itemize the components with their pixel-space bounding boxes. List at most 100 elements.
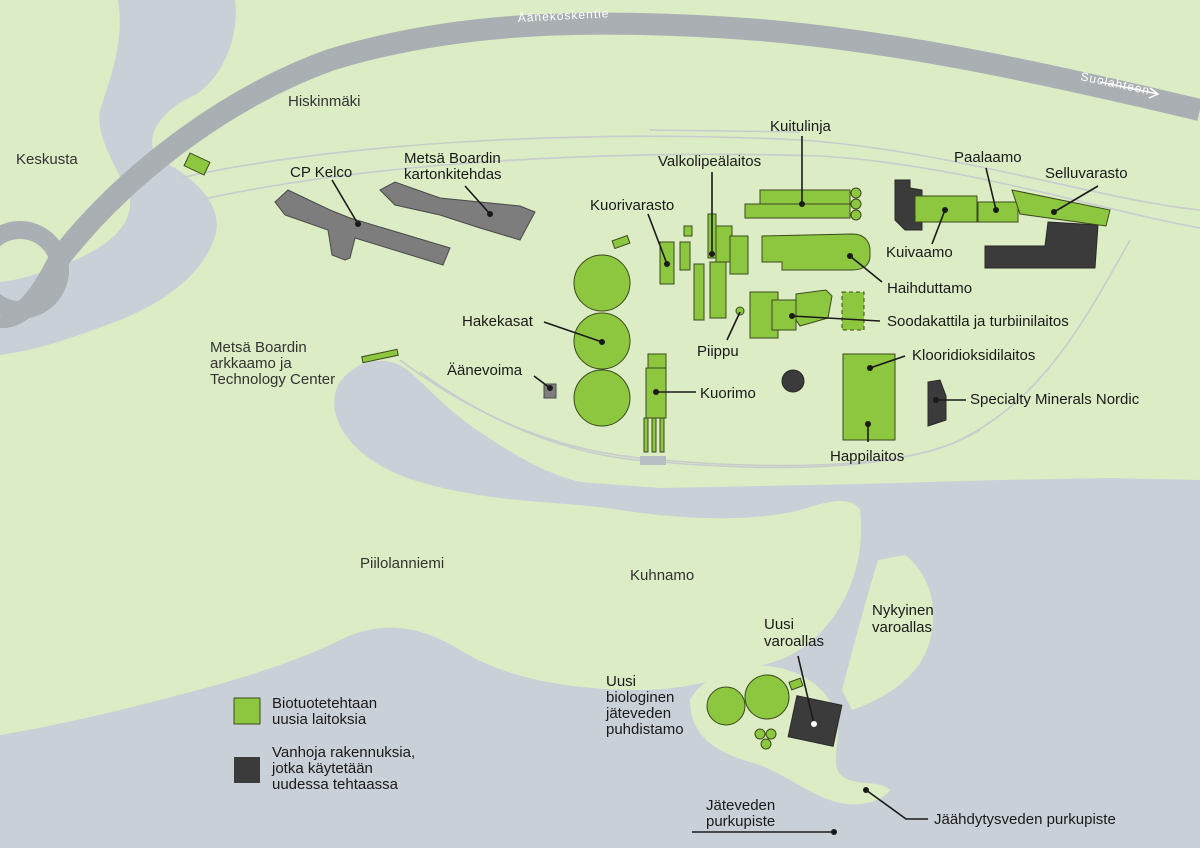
legend-label-old: Vanhoja rakennuksia, jotka käytetään uud… (271, 744, 419, 793)
label-jaahdytysveden-purkupiste: Jäähdytysveden purkupiste (934, 811, 1116, 828)
bridge (183, 152, 211, 176)
label-selluvarasto: Selluvarasto (1045, 165, 1128, 182)
label-puhdistamo: Uusi biologinen jäteveden puhdistamo (605, 673, 684, 738)
leader-kuorivarasto (647, 213, 668, 265)
label-uusi-varoallas: Uusi varoallas (764, 616, 824, 650)
label-kuitulinja: Kuitulinja (770, 118, 832, 135)
direction-arrow (1099, 81, 1160, 99)
legend-label-new: Biotuotetehtaan uusia laitoksia (272, 695, 381, 728)
leader-dot (942, 207, 948, 213)
label-soodakattila: Soodakattila ja turbiinilaitos (887, 313, 1069, 330)
leader-klooridioksidilaitos (869, 355, 906, 369)
leader-dot (664, 261, 670, 267)
label-hakekasat: Hakekasat (462, 313, 534, 330)
building-kuorimo (651, 417, 657, 453)
leader-dot (1051, 209, 1057, 215)
leader-jaahdytysveden-purkupiste (865, 789, 928, 820)
leader-selluvarasto (1053, 185, 1099, 213)
building-kuorimo (659, 417, 665, 453)
building-planned (841, 291, 865, 331)
building-kuorivarasto (679, 241, 691, 271)
leader-dot (933, 397, 939, 403)
tank (850, 198, 862, 210)
chip-pile (573, 254, 631, 312)
tank (850, 187, 862, 199)
building-kuitulinja (744, 203, 851, 219)
legend-swatch-new (233, 697, 261, 725)
label-kuorimo: Kuorimo (700, 385, 756, 402)
leader-piippu (726, 311, 741, 341)
label-haihduttamo: Haihduttamo (887, 280, 972, 297)
label-paalaamo: Paalaamo (954, 149, 1022, 166)
place-keskusta: Keskusta (16, 151, 78, 168)
label-kuivaamo: Kuivaamo (886, 244, 953, 261)
label-klooridioksidilaitos: Klooridioksidilaitos (912, 347, 1035, 364)
causeway (640, 456, 666, 465)
railway-line (199, 153, 1200, 229)
treatment-basin (744, 674, 790, 720)
leader-dot (865, 421, 871, 427)
building (683, 225, 693, 237)
leader-kuivaamo (931, 209, 946, 245)
leader-dot (599, 339, 605, 345)
label-cp-kelco: CP Kelco (290, 164, 352, 181)
label-specialty-minerals: Specialty Minerals Nordic (970, 391, 1140, 408)
leader-dot (831, 829, 837, 835)
leader-dot (867, 365, 873, 371)
leader-dot (709, 251, 715, 257)
building-cp-kelco (274, 189, 451, 266)
building-kuorimo (643, 417, 649, 453)
leader-aanevoima (533, 375, 551, 389)
leader-dot (863, 787, 869, 793)
label-aanevoima: Äänevoima (447, 362, 523, 379)
building-valkolipealaitos (729, 235, 749, 275)
legend-swatch-old (234, 757, 260, 783)
leader-dot (847, 253, 853, 259)
leader-dot (487, 211, 493, 217)
building-haihduttamo (761, 233, 871, 271)
place-kuhnamo: Kuhnamo (630, 567, 694, 584)
legend: Biotuotetehtaan uusia laitoksia Vanhoja … (233, 695, 419, 793)
building-old-specialty-minerals (927, 379, 947, 427)
label-nykyinen-varoallas: Nykyinen varoallas (872, 602, 938, 636)
railway-line (399, 239, 1131, 467)
leader-dot (811, 721, 817, 727)
treatment-unit (754, 728, 766, 740)
building (709, 261, 727, 319)
treatment-unit (788, 677, 804, 691)
leader-soodakattila (791, 315, 881, 322)
treatment-unit (760, 738, 772, 750)
label-happilaitos: Happilaitos (830, 448, 904, 465)
leader-dot (653, 389, 659, 395)
tank (850, 209, 862, 221)
label-jateveden-purkupiste: Jäteveden purkupiste (706, 797, 779, 830)
leader-dot (355, 221, 361, 227)
building-kartonkitehdas (379, 181, 536, 241)
building (611, 234, 631, 250)
treatment-basin (706, 686, 746, 726)
railway-line (649, 129, 801, 133)
leader-hakekasat (543, 321, 603, 343)
chip-pile (573, 369, 631, 427)
leader-dot (993, 207, 999, 213)
building (693, 263, 705, 321)
leader-paalaamo (985, 167, 997, 211)
leader-dot (789, 313, 795, 319)
label-kartonkitehdas: Metsä Boardin kartonkitehdas (404, 150, 505, 183)
leader-dot (799, 201, 805, 207)
place-piilolanniemi: Piilolanniemi (360, 555, 444, 572)
railway-line (179, 135, 1200, 211)
building-old-round (781, 369, 805, 393)
leader-haihduttamo (849, 255, 883, 283)
leader-dot (547, 385, 553, 391)
leader-cp-kelco (331, 179, 359, 225)
building-old-varoallas (787, 695, 843, 747)
leader-kartonkitehdas (464, 185, 491, 215)
label-kuorivarasto: Kuorivarasto (590, 197, 674, 214)
road-label-aanekoskentie: Äänekoskentie (517, 6, 609, 25)
label-valkolipealaitos: Valkolipeälaitos (658, 153, 761, 170)
place-hiskinmaki: Hiskinmäki (288, 93, 361, 110)
treatment-unit (765, 728, 777, 740)
